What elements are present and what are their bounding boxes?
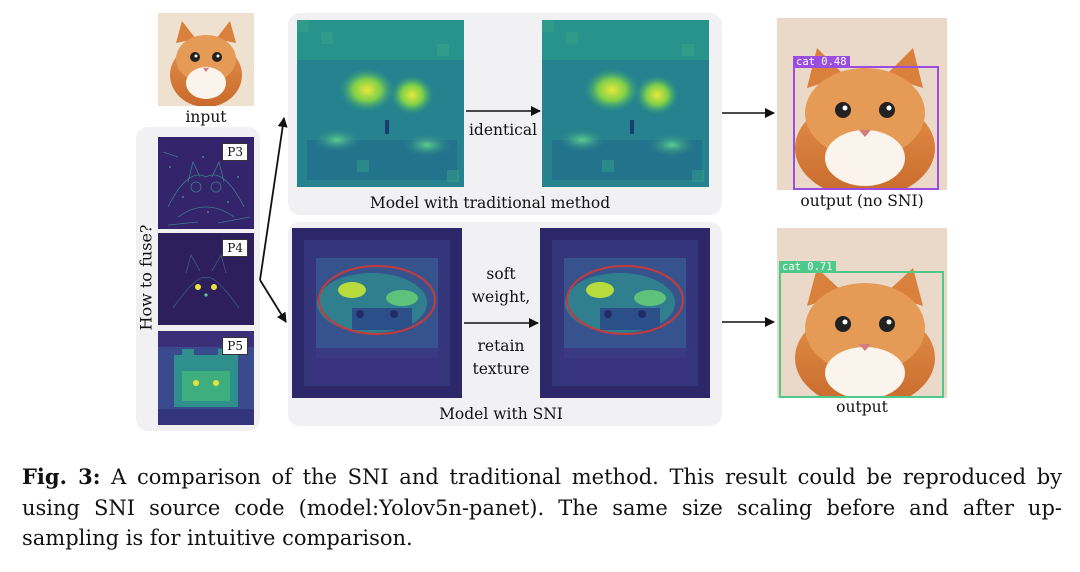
identical-arrow: [466, 106, 541, 116]
cat-photo-icon: [158, 13, 254, 106]
retain-label: retain: [477, 337, 525, 355]
texture-label: texture: [472, 360, 530, 378]
sni-feature-map-after: [540, 228, 710, 398]
detection-box-bottom: cat 0.71: [779, 261, 944, 398]
output-no-sni-label: output (no SNI): [800, 192, 924, 210]
detection-label-bottom: cat 0.71: [779, 261, 836, 273]
cat-photo-icon: [777, 228, 947, 398]
p5-tag: P5: [222, 337, 248, 355]
to-output-top-arrow: [722, 108, 775, 118]
p4-tag: P4: [222, 239, 248, 257]
p5-feature-map: P5: [158, 331, 254, 425]
figure-caption: Fig. 3: A comparison of the SNI and trad…: [22, 462, 1062, 554]
traditional-panel-label: Model with traditional method: [369, 194, 611, 212]
caption-text: A comparison of the SNI and traditional …: [22, 465, 1062, 550]
soft-label: soft: [486, 265, 516, 283]
identical-label: identical: [468, 121, 538, 139]
figure-id: Fig. 3:: [22, 464, 101, 489]
output-no-sni-image: cat 0.48: [777, 18, 947, 190]
output-sni-image: cat 0.71: [777, 228, 947, 398]
detection-label-top: cat 0.48: [793, 56, 850, 68]
weight-label: weight,: [471, 288, 531, 306]
output-sni-label: output: [836, 398, 888, 416]
cat-photo-icon: [777, 18, 947, 190]
detection-box-top: cat 0.48: [793, 56, 939, 190]
fuse-question-label: How to fuse?: [136, 224, 156, 331]
input-label: input: [185, 108, 227, 126]
soft-weight-arrow: [464, 318, 539, 328]
p3-tag: P3: [222, 143, 248, 161]
input-image: [158, 13, 254, 106]
traditional-feature-map-before: [297, 20, 464, 187]
traditional-feature-map-after: [542, 20, 709, 187]
p4-feature-map: P4: [158, 233, 254, 325]
sni-panel-label: Model with SNI: [439, 405, 563, 423]
to-output-bottom-arrow: [722, 317, 775, 327]
branch-arrows: [259, 117, 288, 323]
sni-feature-map-before: [292, 228, 462, 398]
p3-feature-map: P3: [158, 137, 254, 229]
